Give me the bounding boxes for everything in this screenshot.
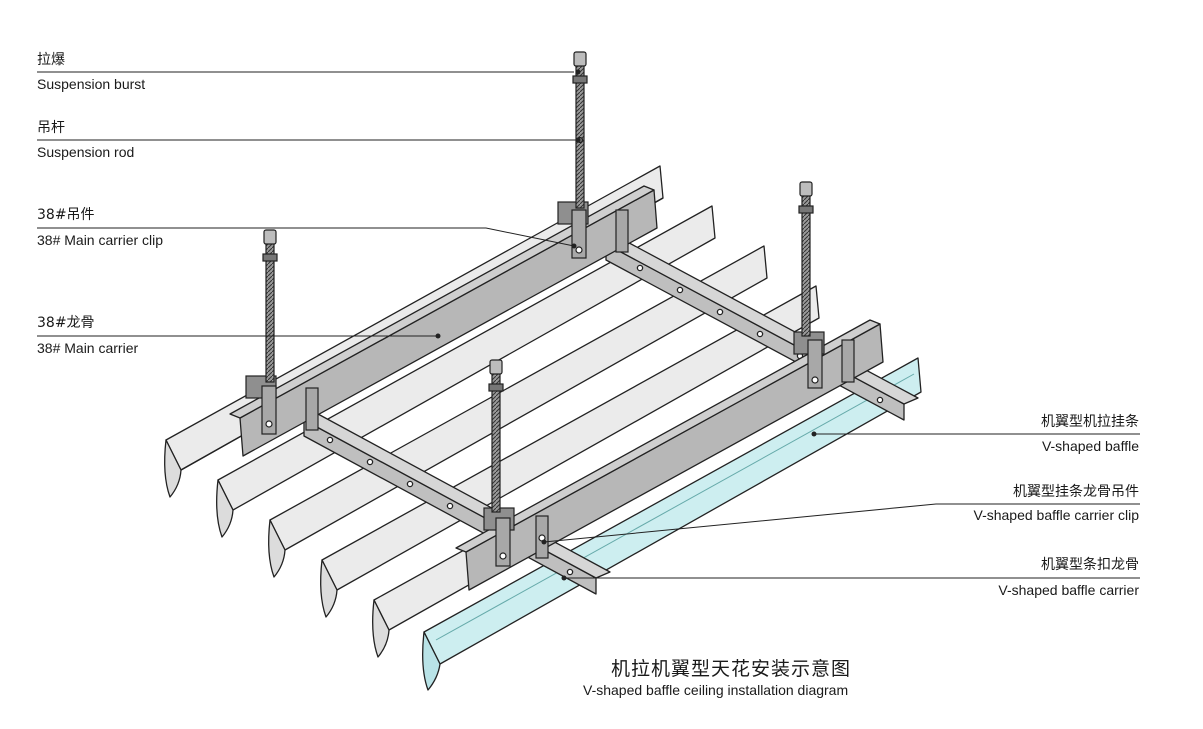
main-carrier-left: [229, 185, 658, 457]
main-carrier-clip-3: [793, 331, 825, 389]
diagram-title-en: V-shaped baffle ceiling installation dia…: [583, 682, 849, 698]
label-main-carrier-clip-zh: 38#吊件: [37, 207, 95, 223]
main-carriers: [229, 185, 884, 591]
label-main-carrier-clip-en: 38# Main carrier clip: [37, 232, 164, 248]
v-baffle-carrier-clip: [305, 209, 855, 559]
clips: [245, 201, 855, 567]
suspension-rods: [262, 51, 814, 513]
label-v-baffle-carrier-clip-zh: 机翼型挂条龙骨吊件: [1013, 484, 1139, 500]
label-v-baffle-carrier-clip-en: V-shaped baffle carrier clip: [973, 507, 1140, 523]
leader-main-carrier-clip: [37, 227, 575, 247]
label-v-baffle-carrier-zh: 机翼型条扣龙骨: [1041, 557, 1139, 573]
suspension-rod-1: [572, 51, 588, 209]
label-suspension-burst-zh: 拉爆: [37, 52, 65, 68]
leader-v-baffle-carrier-clip: [543, 503, 1140, 543]
leader-dots: [435, 69, 817, 581]
v-baffle-4: [320, 285, 820, 618]
label-main-carrier-zh: 38#龙骨: [37, 315, 95, 331]
label-v-baffle-en: V-shaped baffle: [1041, 438, 1139, 454]
suspension-rod-2: [262, 229, 278, 383]
v-baffle-highlighted: [422, 357, 922, 691]
label-suspension-rod-en: Suspension rod: [37, 144, 135, 160]
suspension-rod-3: [798, 181, 814, 337]
label-suspension-burst-en: Suspension burst: [37, 76, 146, 92]
label-suspension-rod-zh: 吊杆: [37, 120, 65, 136]
main-carrier-right: [455, 319, 884, 591]
label-main-carrier-en: 38# Main carrier: [37, 340, 139, 356]
main-carrier-clip-4: [483, 507, 515, 567]
label-v-baffle-carrier-en: V-shaped baffle carrier: [998, 582, 1139, 598]
label-v-baffle-zh: 机翼型机拉挂条: [1041, 414, 1139, 430]
diagram-title-zh: 机拉机翼型天花安装示意图: [611, 658, 852, 680]
leader-lines: [37, 71, 1140, 579]
suspension-rod-4: [488, 359, 504, 513]
